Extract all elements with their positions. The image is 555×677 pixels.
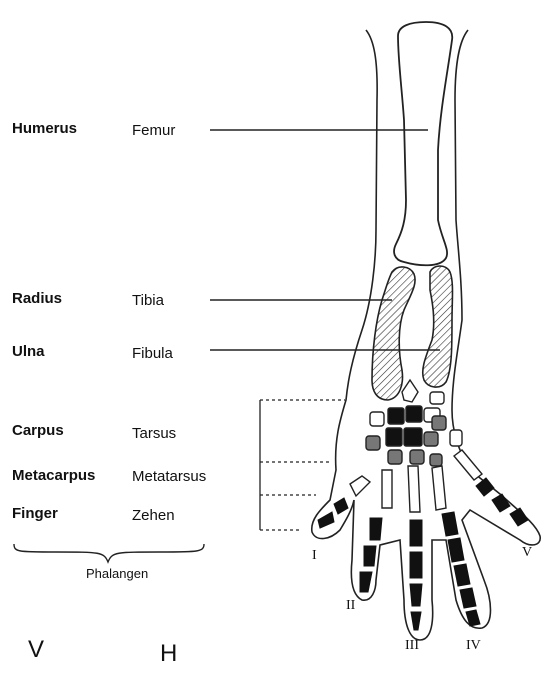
handwritten-h: H xyxy=(160,640,177,668)
digit-numeral-i: I xyxy=(312,548,317,564)
label-metacarpus: Metacarpus xyxy=(12,467,95,485)
label-zehen: Zehen xyxy=(132,507,175,525)
fibula-bone xyxy=(423,266,453,387)
region-bracket xyxy=(260,400,345,530)
handwritten-v: V xyxy=(28,636,44,664)
digit-numeral-v: V xyxy=(522,545,532,561)
digit-numeral-iii: III xyxy=(405,638,419,654)
label-tarsus: Tarsus xyxy=(132,425,176,443)
label-phalangen: Phalangen xyxy=(86,566,148,581)
phalangen-brace xyxy=(14,544,204,562)
label-humerus: Humerus xyxy=(12,120,77,138)
label-radius: Radius xyxy=(12,290,62,308)
digit-numeral-iv: IV xyxy=(466,638,481,654)
label-fibula: Fibula xyxy=(132,345,173,363)
label-finger: Finger xyxy=(12,505,58,523)
label-carpus: Carpus xyxy=(12,422,64,440)
label-tibia: Tibia xyxy=(132,292,164,310)
tibia-bone xyxy=(372,267,415,400)
label-metatarsus: Metatarsus xyxy=(132,468,206,486)
femur-bone xyxy=(394,22,452,265)
digit-numeral-ii: II xyxy=(346,598,355,614)
label-ulna: Ulna xyxy=(12,343,45,361)
label-femur: Femur xyxy=(132,122,175,140)
